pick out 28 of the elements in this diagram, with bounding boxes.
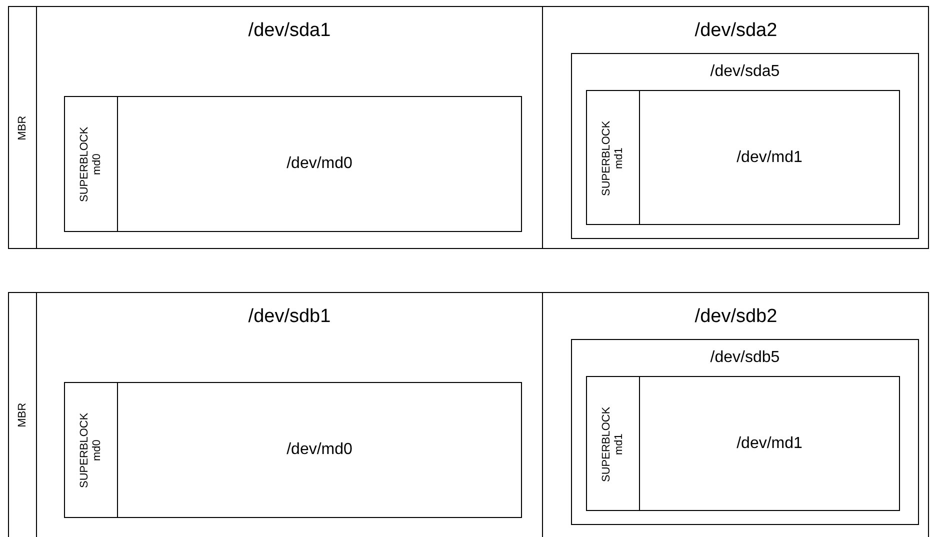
device-label: /dev/md0 — [286, 441, 354, 459]
raid-device-region — [640, 376, 900, 511]
mbr-label: MBR — [16, 402, 29, 428]
superblock-region — [586, 90, 640, 225]
disk-layout-box — [8, 6, 929, 249]
partition-label: /dev/sda5 — [709, 63, 781, 81]
partition-label: /dev/sdb2 — [694, 306, 778, 328]
superblock-label: SUPERBLOCK md1 — [600, 118, 626, 198]
superblock-label: SUPERBLOCK md0 — [78, 125, 104, 204]
raid-device-region — [640, 90, 900, 225]
raid-device-region — [118, 382, 522, 518]
device-label: /dev/md1 — [736, 148, 804, 166]
mbr-label: MBR — [16, 115, 29, 140]
partition-label: /dev/sdb1 — [247, 306, 332, 328]
superblock-region — [64, 96, 118, 232]
superblock-label: SUPERBLOCK md0 — [78, 411, 104, 490]
logical-partition-box — [571, 339, 919, 525]
device-label: /dev/md1 — [736, 434, 804, 452]
disk-layout-box — [8, 292, 929, 537]
device-label: /dev/md0 — [286, 155, 354, 173]
superblock-region — [586, 376, 640, 511]
logical-partition-box — [571, 53, 919, 239]
superblock-label: SUPERBLOCK md1 — [600, 404, 626, 484]
partition-label: /dev/sda1 — [247, 20, 332, 42]
partition-label: /dev/sdb5 — [709, 349, 781, 367]
superblock-region — [64, 382, 118, 518]
partition-label: /dev/sda2 — [694, 20, 778, 42]
raid-device-region — [118, 96, 522, 232]
